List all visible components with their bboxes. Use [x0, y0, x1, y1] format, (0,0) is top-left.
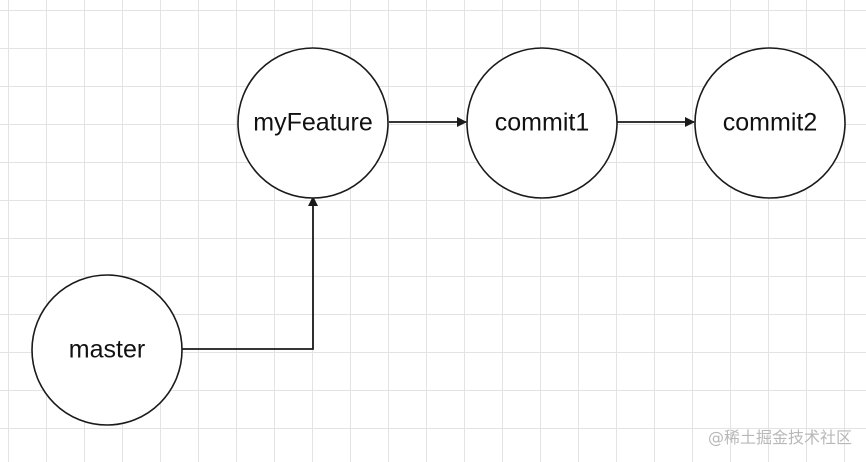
- node-label: myFeature: [253, 109, 372, 137]
- node-label: commit1: [495, 109, 589, 137]
- edge-master-to-myfeature: [182, 196, 318, 350]
- watermark: @稀土掘金技术社区: [707, 428, 852, 447]
- node-myfeature[interactable]: myFeature: [237, 47, 389, 199]
- node-label: commit2: [723, 109, 817, 137]
- node-master[interactable]: master: [31, 274, 183, 426]
- node-commit2[interactable]: commit2: [694, 47, 846, 199]
- node-commit1[interactable]: commit1: [466, 47, 618, 199]
- node-label: master: [69, 336, 145, 364]
